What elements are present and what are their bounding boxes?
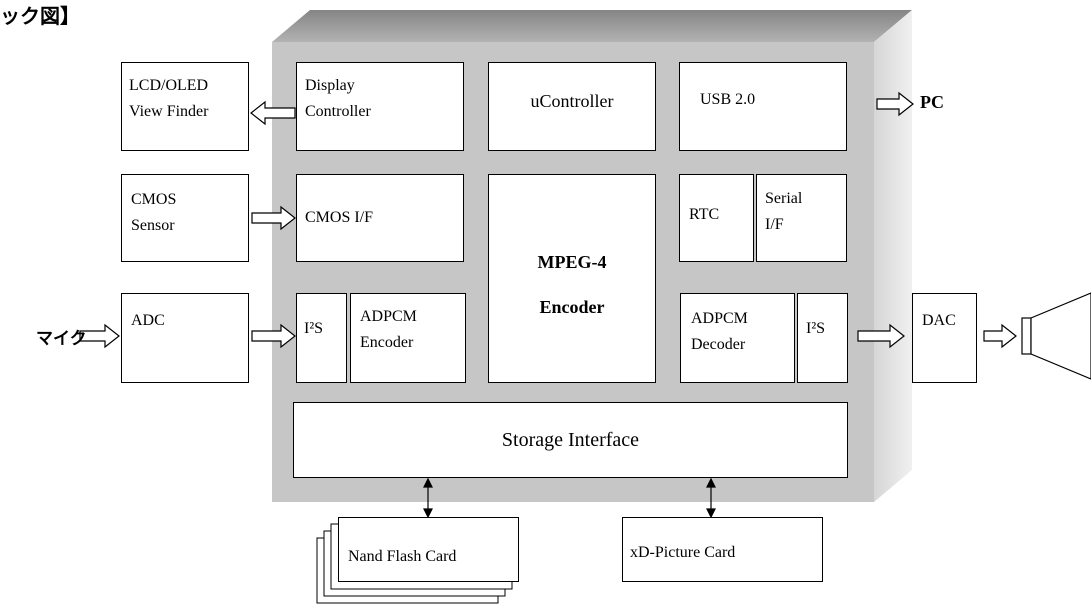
adpcm-encoder-label-line2: Encoder (360, 334, 414, 351)
storage-interface-label: Storage Interface (501, 429, 640, 451)
adc-block: ADC (121, 293, 249, 383)
mic-label: マイク (36, 329, 87, 349)
serial-if-label-line2: I/F (765, 216, 784, 233)
lcd-label-line1: LCD/OLED (129, 77, 209, 94)
diagram-heading: ック図】 (0, 4, 80, 28)
adpcm-decoder-block: ADPCM Decoder (680, 293, 795, 383)
i2s-right-label: I²S (806, 320, 826, 337)
adc-label: ADC (131, 312, 165, 329)
cmos-sensor-label-line1: CMOS (131, 191, 177, 208)
dac-block: DAC (912, 293, 977, 383)
nand-flash-card-label: Nand Flash Card (348, 548, 457, 565)
chip-top-face (272, 10, 912, 42)
chip-side-face (874, 10, 912, 502)
display-controller-block: Display Controller (296, 62, 464, 151)
pc-label: PC (920, 92, 944, 112)
arrow-mic-to-adc (79, 323, 120, 349)
arrow-storage-nand-bidirectional (423, 477, 433, 519)
cmos-if-block: CMOS I/F (296, 174, 464, 262)
nand-flash-card-block: Nand Flash Card (338, 517, 519, 582)
i2s-left-block: I²S (296, 293, 347, 383)
display-controller-label-line2: Controller (305, 103, 371, 120)
mpeg4-encoder-block: MPEG-4 Encoder (488, 174, 656, 383)
usb-block: USB 2.0 (679, 62, 847, 151)
arrow-adc-to-i2s (251, 323, 296, 349)
arrow-storage-xd-bidirectional (706, 477, 716, 519)
adpcm-encoder-block: ADPCM Encoder (350, 293, 466, 383)
ucontroller-label: uController (530, 91, 614, 111)
arrow-to-pc (876, 91, 914, 117)
arrow-dac-to-speaker (983, 323, 1017, 349)
cmos-if-label: CMOS I/F (305, 209, 374, 226)
storage-interface-block: Storage Interface (293, 402, 848, 478)
rtc-block: RTC (679, 174, 754, 262)
arrow-i2s-to-dac (857, 323, 905, 349)
adpcm-encoder-label-line1: ADPCM (360, 308, 417, 325)
serial-if-block: Serial I/F (756, 174, 847, 262)
i2s-left-label: I²S (304, 320, 324, 337)
lcd-label-line2: View Finder (129, 103, 209, 120)
xd-picture-card-label: xD-Picture Card (630, 544, 736, 561)
usb-label: USB 2.0 (700, 91, 756, 108)
ucontroller-block: uController (488, 62, 656, 151)
dac-label: DAC (922, 312, 956, 329)
cmos-sensor-block: CMOS Sensor (121, 174, 249, 262)
mpeg4-encoder-label: Encoder (539, 297, 605, 317)
display-controller-label-line1: Display (305, 77, 355, 94)
adpcm-decoder-label-line2: Decoder (691, 336, 746, 353)
i2s-right-block: I²S (797, 293, 848, 383)
rtc-label: RTC (689, 206, 720, 223)
arrow-to-lcd (250, 100, 296, 126)
lcd-view-finder-block: LCD/OLED View Finder (121, 62, 249, 151)
arrow-cmos-sensor-to-cmos-if (251, 205, 296, 231)
adpcm-decoder-label-line1: ADPCM (691, 310, 748, 327)
serial-if-label-line1: Serial (765, 190, 803, 207)
speaker-icon (1021, 292, 1091, 380)
cmos-sensor-label-line2: Sensor (131, 217, 175, 234)
mpeg4-label: MPEG-4 (537, 252, 607, 272)
xd-picture-card-block: xD-Picture Card (622, 517, 823, 582)
